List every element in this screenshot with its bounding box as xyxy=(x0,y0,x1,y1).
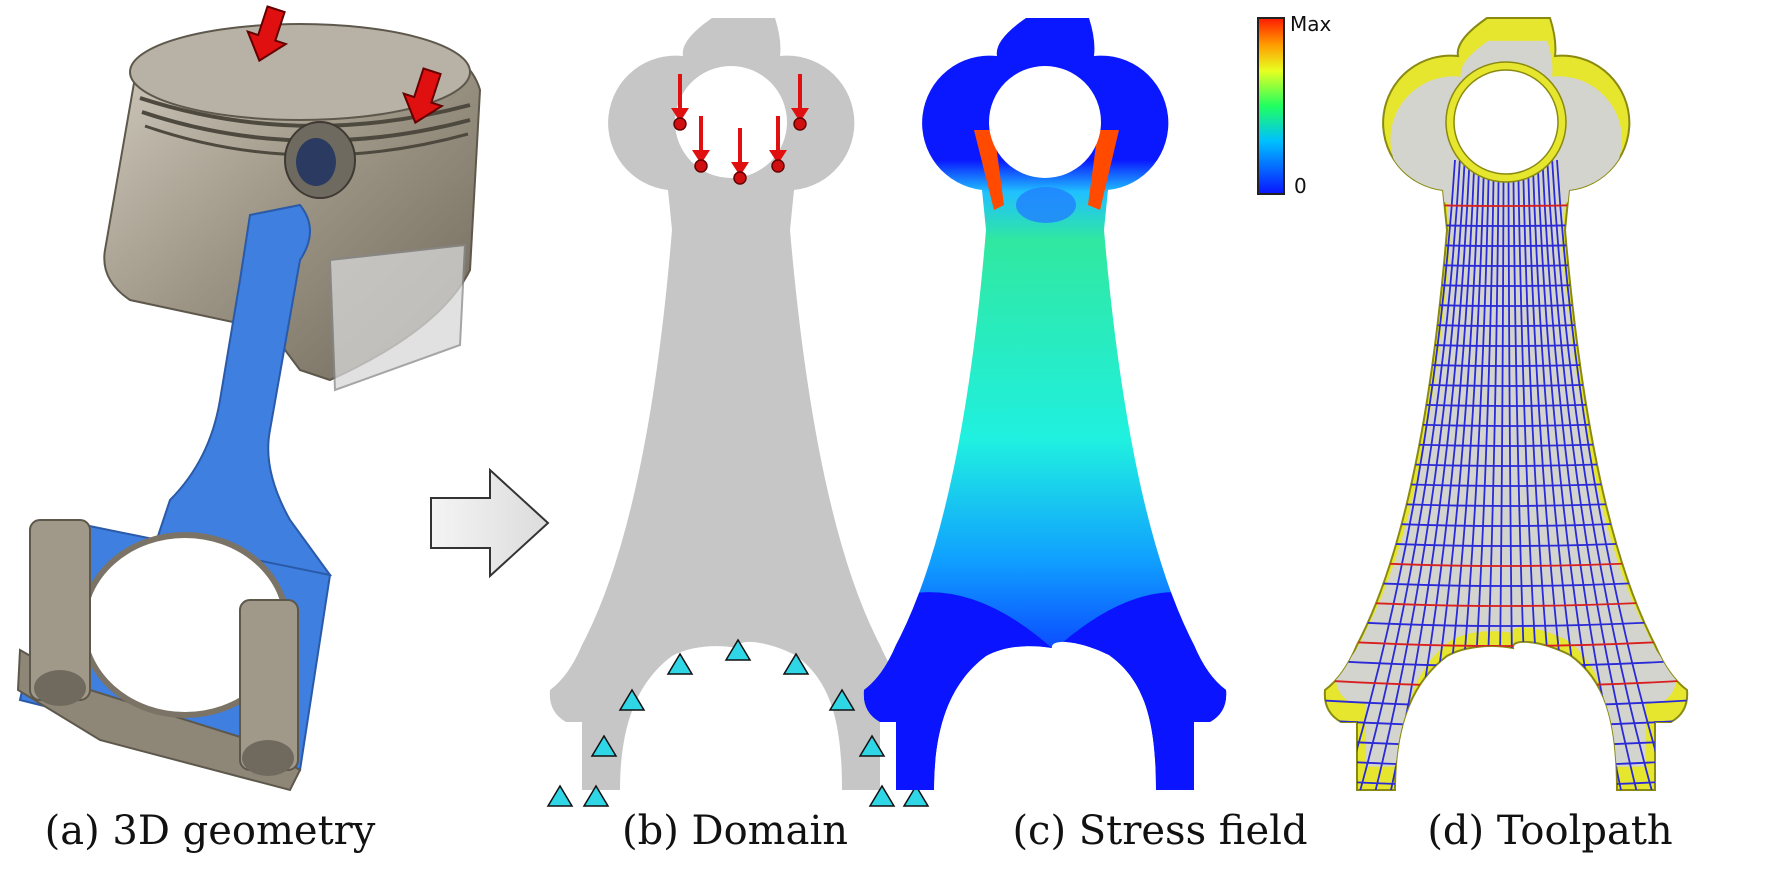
support-triangle-icon xyxy=(868,784,896,807)
process-arrow-icon xyxy=(430,467,550,579)
support-triangle-icon xyxy=(828,688,856,711)
load-arrows xyxy=(671,74,809,185)
support-triangle-icon xyxy=(902,784,930,807)
caption-d: (d) Toolpath xyxy=(1427,808,1673,854)
colorbar-max-label: Max xyxy=(1290,12,1332,36)
colorbar-min-label: 0 xyxy=(1294,174,1307,198)
panel-c-stress-field xyxy=(863,18,1227,790)
caption-b: (b) Domain xyxy=(621,808,848,854)
support-triangle-icon xyxy=(582,784,610,807)
caption-a: (a) 3D geometry xyxy=(44,808,376,854)
support-triangle-icon xyxy=(782,652,810,675)
support-triangle-icon xyxy=(618,688,646,711)
load-arrow-icon xyxy=(246,5,289,63)
panel-a-3d-geometry xyxy=(16,5,482,792)
support-triangle-icon xyxy=(546,784,574,807)
load-arrow-icon xyxy=(692,116,710,173)
panel-b-domain xyxy=(546,18,930,807)
load-arrow-icon xyxy=(791,74,809,131)
caption-c: (c) Stress field xyxy=(1012,808,1308,854)
support-triangle-icon xyxy=(858,734,886,757)
load-arrow-icon xyxy=(769,116,787,173)
panel-d-toolpath xyxy=(1323,17,1689,791)
support-triangle-icon xyxy=(724,638,752,661)
support-triangle-icon xyxy=(590,734,618,757)
support-triangles xyxy=(546,638,930,807)
stress-colorbar xyxy=(1257,17,1285,195)
load-arrow-icon xyxy=(402,67,445,125)
rod-cap-illustration xyxy=(16,519,302,792)
support-triangle-icon xyxy=(666,652,694,675)
piston-illustration xyxy=(103,23,482,392)
pin-hole xyxy=(675,66,787,178)
load-arrow-icon xyxy=(731,128,749,185)
load-arrow-icon xyxy=(671,74,689,131)
